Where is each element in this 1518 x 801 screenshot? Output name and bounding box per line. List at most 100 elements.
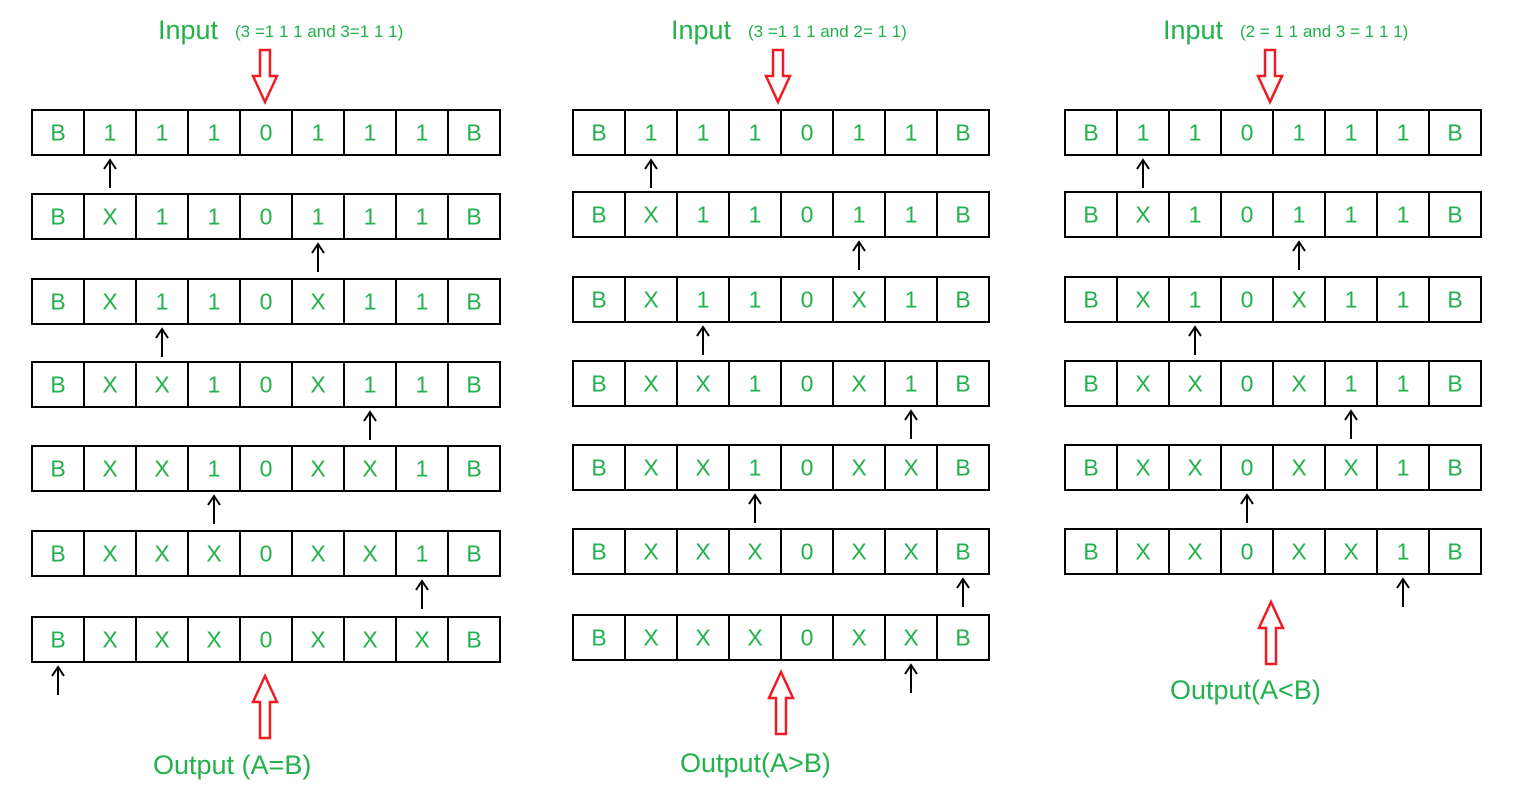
tape-cell-symbol: 1: [1293, 120, 1306, 146]
tape-cell-symbol: X: [362, 456, 377, 482]
io-arrows-layer: [251, 48, 1285, 740]
head-arrow-icon: [155, 327, 169, 357]
tape-cell-symbol: B: [1083, 287, 1098, 313]
head-arrow-icon: [644, 158, 658, 188]
tape-cell-symbol: 1: [416, 204, 429, 230]
machine-2-input-label: Input: [671, 15, 732, 45]
tape-cell-symbol: X: [1291, 371, 1306, 397]
tape-cell-symbol: X: [643, 371, 658, 397]
tape-cell-symbol: B: [1083, 455, 1098, 481]
tape-cell-symbol: B: [591, 539, 606, 565]
tape-cell-symbol: X: [643, 625, 658, 651]
output-arrow-icon: [767, 669, 795, 736]
tape-cell-symbol: X: [747, 539, 762, 565]
tape-cell-symbol: B: [591, 120, 606, 146]
output-arrow-icon: [1257, 599, 1285, 666]
tape-cell-symbol: B: [1447, 371, 1462, 397]
tape-cell-symbol: 1: [416, 372, 429, 398]
tape-cell-symbol: 1: [1189, 287, 1202, 313]
tape-cell-symbol: X: [310, 372, 325, 398]
tape-cell-symbol: 1: [416, 289, 429, 315]
tape-cell-symbol: X: [102, 204, 117, 230]
tape-cell-symbol: 0: [801, 202, 814, 228]
tape-cell-symbol: X: [102, 541, 117, 567]
tape-cell-symbol: B: [466, 541, 481, 567]
tape-cell-symbol: X: [102, 627, 117, 653]
tape-cell-symbol: B: [591, 455, 606, 481]
tape-cell-symbol: 0: [260, 289, 273, 315]
tape-frame: [31, 109, 501, 156]
machine-2-output-label: Output(A>B): [680, 748, 831, 778]
tape-cell-symbol: B: [466, 204, 481, 230]
tape-cell-symbol: 1: [1397, 287, 1410, 313]
head-arrow-tip: [1344, 409, 1358, 421]
tape-cell-symbol: B: [50, 204, 65, 230]
tape-cell-symbol: B: [591, 371, 606, 397]
tape-cell-symbol: X: [310, 541, 325, 567]
tape-cell-symbol: 0: [1241, 371, 1254, 397]
tape-cell-symbol: 1: [1189, 202, 1202, 228]
tape-cell-symbol: 1: [697, 120, 710, 146]
tape-cell-symbol: X: [1135, 202, 1150, 228]
machine-3-input-label: Input: [1163, 15, 1224, 45]
tape-cell-symbol: X: [695, 539, 710, 565]
tape-cell-symbol: X: [102, 456, 117, 482]
tape-cell-symbol: X: [310, 627, 325, 653]
tape-cell-symbol: B: [1447, 539, 1462, 565]
tape-cell-symbol: 1: [1137, 120, 1150, 146]
tape-cell-symbol: X: [903, 539, 918, 565]
head-arrow-icon: [1292, 240, 1306, 270]
tape-cell-symbol: 1: [156, 120, 169, 146]
machine-3-header: Input (2 = 1 1 and 3 = 1 1 1): [1163, 15, 1408, 45]
tape-cell-symbol: 1: [208, 204, 221, 230]
tape-cell-symbol: X: [643, 455, 658, 481]
input-arrow-icon: [1256, 48, 1284, 105]
tape-cell-symbol: 0: [1241, 120, 1254, 146]
tape-cell-symbol: 0: [801, 455, 814, 481]
tape-cell-symbol: 1: [208, 120, 221, 146]
tape-cell-symbol: X: [851, 287, 866, 313]
head-arrow-tip: [415, 579, 429, 591]
output-arrow-icon: [251, 673, 279, 740]
tape-cell-symbol: X: [851, 625, 866, 651]
tape-cell-symbol: 1: [905, 371, 918, 397]
head-arrow-icon: [363, 410, 377, 440]
tape-cell-symbol: 1: [749, 120, 762, 146]
tape-cell-symbol: B: [50, 289, 65, 315]
tape-cell-symbol: X: [851, 539, 866, 565]
tape-cell-symbol: X: [1187, 455, 1202, 481]
head-arrow-tip: [363, 410, 377, 422]
tape-cell-symbol: X: [1135, 539, 1150, 565]
tape-cell-symbol: 1: [416, 456, 429, 482]
tape-cell-symbol: X: [310, 456, 325, 482]
tape-cell-symbol: 1: [1345, 287, 1358, 313]
tape-cell-symbol: B: [1083, 202, 1098, 228]
tape-cell-symbol: 1: [208, 289, 221, 315]
tape-cell-symbol: X: [1135, 287, 1150, 313]
head-arrow-tip: [1292, 240, 1306, 252]
tape-cell-symbol: B: [591, 625, 606, 651]
tape-cell-symbol: B: [466, 627, 481, 653]
tape-cell-symbol: 1: [364, 120, 377, 146]
tape-cell-symbol: 1: [1397, 455, 1410, 481]
tape-cell-symbol: 1: [312, 120, 325, 146]
head-arrow-tip: [207, 494, 221, 506]
head-arrow-icon: [415, 579, 429, 609]
tape-cell-symbol: 0: [801, 625, 814, 651]
tape-cell-symbol: X: [695, 625, 710, 651]
head-arrow-icon: [1188, 325, 1202, 355]
tape-cell-symbol: 1: [1345, 371, 1358, 397]
tape-cell-symbol: B: [1083, 539, 1098, 565]
tape-cell-symbol: X: [1343, 455, 1358, 481]
tape-cell-symbol: 0: [1241, 202, 1254, 228]
head-arrow-icon: [51, 665, 65, 695]
tape-frame: [31, 530, 501, 577]
